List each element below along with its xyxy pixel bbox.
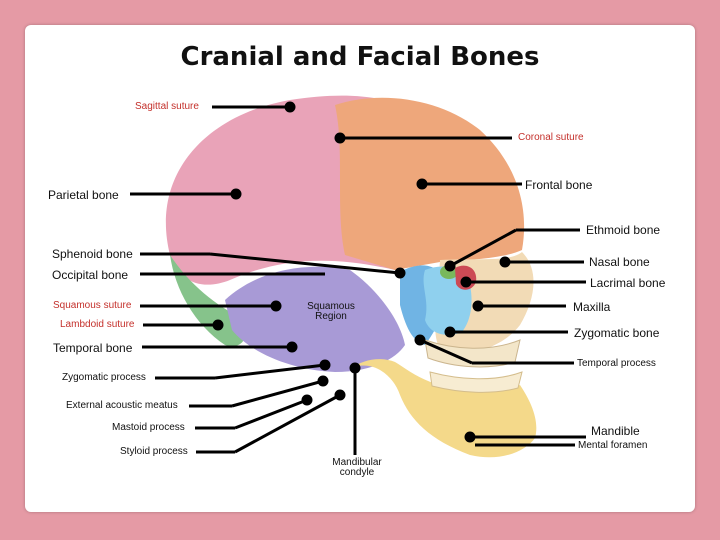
label-squamous-region: Squamous Region	[301, 302, 361, 322]
label-maxilla: Maxilla	[573, 300, 611, 314]
label-mandibular-condyle: Mandibular condyle	[326, 458, 388, 478]
label-mandible: Mandible	[591, 424, 640, 438]
label-nasal-bone: Nasal bone	[589, 255, 650, 269]
mandible-region	[352, 359, 537, 458]
label-squamous-suture: Squamous suture	[53, 300, 132, 311]
label-mandibular-condyle-line2: condyle	[339, 467, 375, 478]
label-lambdoid-suture: Lambdoid suture	[60, 319, 135, 330]
label-sagittal-suture: Sagittal suture	[135, 101, 199, 112]
label-mandibular-condyle-line1: Mandibular	[332, 457, 382, 468]
label-temporal-bone: Temporal bone	[53, 341, 133, 355]
label-sphenoid-bone: Sphenoid bone	[52, 247, 133, 261]
label-coronal-suture: Coronal suture	[518, 132, 584, 143]
occipital-bone-region	[170, 255, 247, 347]
label-occipital-bone: Occipital bone	[52, 268, 129, 282]
label-squamous-region-line2: Region	[315, 311, 347, 322]
label-styloid-process: Styloid process	[120, 446, 188, 457]
label-frontal-bone: Frontal bone	[525, 178, 593, 192]
label-squamous-region-line1: Squamous	[307, 301, 355, 312]
label-ethmoid-bone: Ethmoid bone	[586, 223, 661, 237]
label-lacrimal-bone: Lacrimal bone	[590, 276, 666, 290]
label-zygomatic-process: Zygomatic process	[62, 372, 146, 383]
label-mastoid-process: Mastoid process	[112, 422, 185, 433]
label-external-acoustic-meatus: External acoustic meatus	[66, 400, 178, 411]
lower-teeth	[429, 371, 523, 393]
label-temporal-process: Temporal process	[577, 358, 656, 369]
label-mental-foramen: Mental foramen	[578, 440, 648, 451]
label-parietal-bone: Parietal bone	[48, 188, 119, 202]
page-title: Cranial and Facial Bones	[180, 42, 540, 72]
label-zygomatic-bone: Zygomatic bone	[574, 326, 660, 340]
